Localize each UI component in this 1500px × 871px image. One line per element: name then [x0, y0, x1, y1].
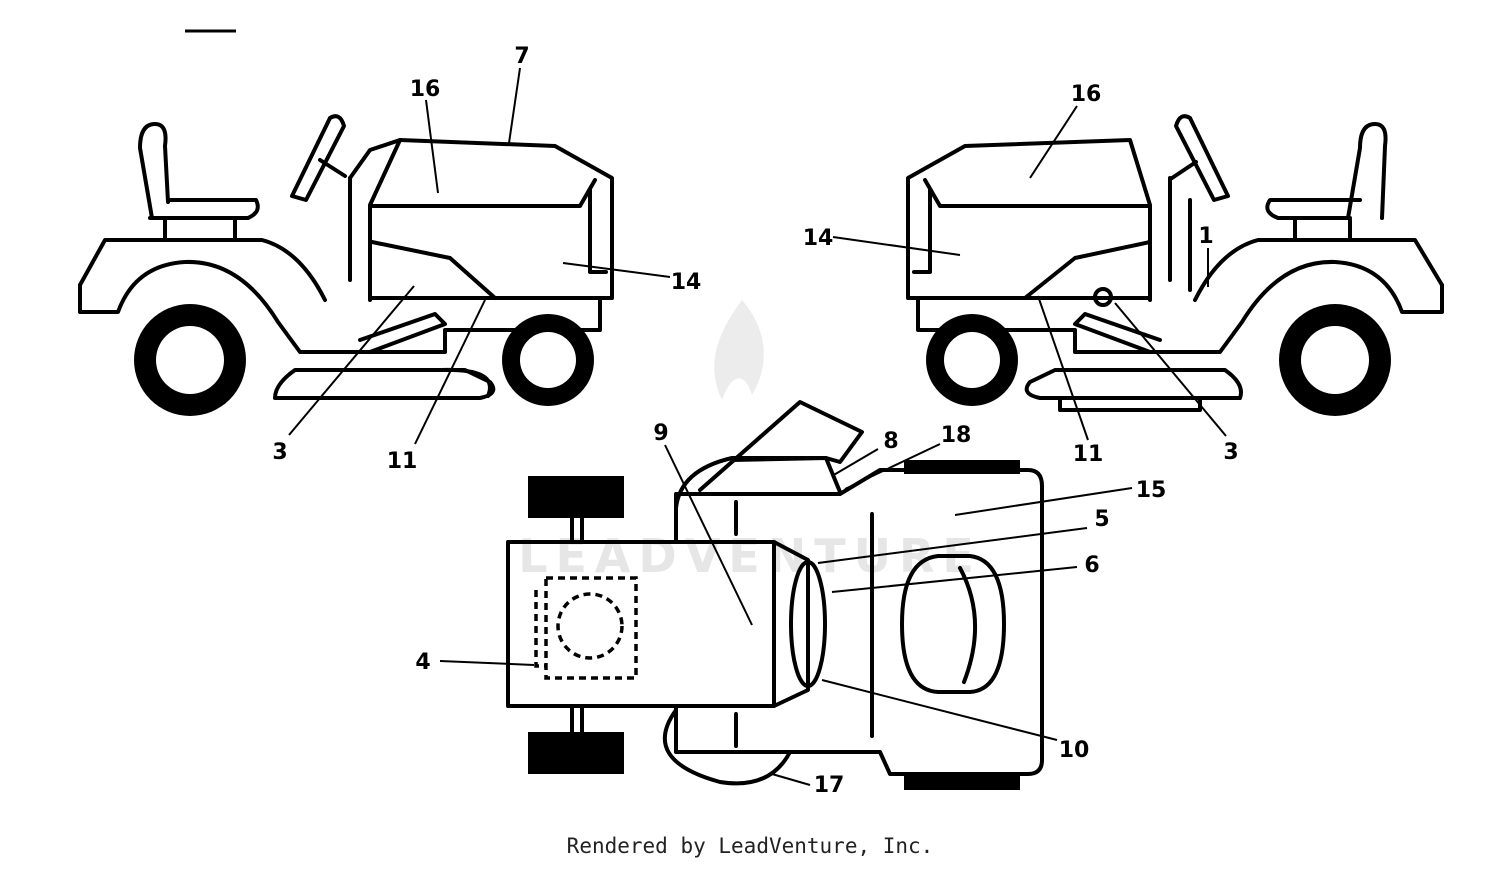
top-rear-tire-lower [528, 732, 624, 774]
callout-left-11: 11 [387, 449, 418, 474]
callout-top-8: 8 [883, 429, 898, 454]
top-rear-axle [570, 516, 584, 734]
right-hood [906, 138, 1152, 302]
left-steering-column [318, 158, 347, 178]
left-deck [273, 368, 496, 400]
callout-top-15: 15 [1136, 478, 1167, 503]
top-deck-lower [662, 708, 792, 786]
watermark-text: LEADVENTURE [518, 529, 982, 583]
callout-right-1: 1 [1198, 224, 1213, 249]
right-pedal [1073, 312, 1162, 354]
left-deck-chute [438, 367, 492, 398]
left-rear-hub [156, 326, 224, 394]
watermark-flame-icon [714, 300, 764, 400]
top-rear-tire-upper [528, 476, 624, 518]
top-discharge-chute [698, 400, 864, 492]
top-front-tire-lower [904, 776, 1020, 790]
top-view [506, 400, 1044, 790]
top-fuel-tank-outline [556, 592, 624, 660]
top-steering-wheel [789, 560, 827, 688]
top-engine-cover [900, 554, 1006, 694]
left-seat-post [163, 218, 237, 242]
right-deck [1024, 368, 1243, 400]
right-body [916, 259, 1444, 354]
left-hood-dash [348, 138, 402, 180]
callout-top-9: 9 [653, 421, 668, 446]
callout-right-3: 3 [1223, 440, 1238, 465]
right-side-view [906, 114, 1444, 416]
right-seat-cushion [1265, 198, 1362, 220]
callout-left-14: 14 [671, 270, 702, 295]
callout-top-4: 4 [415, 650, 430, 675]
left-body [78, 259, 602, 354]
right-deck-bag [1058, 398, 1202, 412]
callout-right-16: 16 [1071, 82, 1102, 107]
top-dash-neck [772, 540, 810, 708]
top-battery-outline [534, 576, 638, 680]
left-hood-line [368, 178, 597, 208]
callout-top-17: 17 [814, 773, 845, 798]
left-fender [78, 238, 327, 302]
top-deck-upper [674, 456, 842, 510]
leader-lines [288, 67, 1227, 786]
callout-left-3: 3 [272, 440, 287, 465]
right-hood-line [923, 178, 1152, 208]
left-pedal [358, 312, 447, 354]
callout-right-14: 14 [803, 226, 834, 251]
right-rear-hub [1301, 326, 1369, 394]
right-steering-column [1170, 160, 1198, 180]
top-body-outline [674, 468, 1044, 776]
right-dash-panel [1023, 176, 1192, 300]
callout-top-10: 10 [1059, 738, 1090, 763]
watermark: LEADVENTURE [518, 300, 982, 583]
left-steering-wheel [290, 114, 346, 202]
left-seat-back [138, 122, 170, 220]
right-fuel-cap [1093, 287, 1113, 307]
callout-left-16: 16 [410, 77, 441, 102]
rendered-by-footer: Rendered by LeadVenture, Inc. [566, 834, 934, 858]
left-side-view [78, 114, 614, 416]
callout-labels: 16 7 14 3 11 16 14 1 11 3 9 8 18 15 5 6 … [272, 44, 1238, 798]
left-dash-panel [348, 176, 497, 300]
left-seat-cushion [148, 198, 260, 220]
right-grille [912, 188, 932, 274]
callout-left-7: 7 [514, 44, 529, 69]
right-steering-wheel [1174, 114, 1230, 202]
top-engine-cover-rim [958, 566, 977, 684]
callout-right-11: 11 [1073, 442, 1104, 467]
callout-top-18: 18 [941, 423, 972, 448]
left-front-hub [520, 332, 576, 388]
right-fender [1193, 238, 1444, 302]
left-grille [588, 188, 608, 274]
left-hood [368, 138, 614, 302]
right-front-hub [944, 332, 1000, 388]
right-seat-back [1346, 122, 1388, 220]
callout-top-6: 6 [1084, 553, 1099, 578]
callout-top-5: 5 [1094, 507, 1109, 532]
right-seat-post [1293, 218, 1352, 242]
